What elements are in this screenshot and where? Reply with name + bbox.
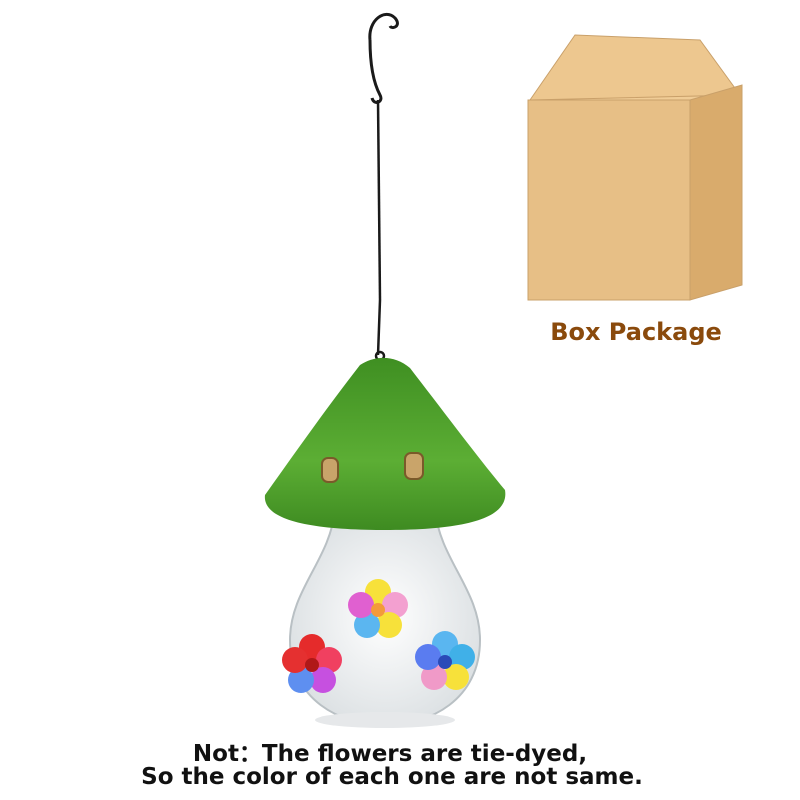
s-hook-icon bbox=[368, 12, 399, 104]
chain bbox=[374, 99, 386, 362]
note-line-1: Not：The flowers are tie-dyed, bbox=[192, 741, 588, 767]
box-package-icon bbox=[527, 34, 743, 301]
note-line-2: So the color of each one are not same. bbox=[141, 764, 643, 790]
box-package-label: Box Package bbox=[550, 318, 722, 346]
feeding-flower bbox=[282, 634, 342, 693]
roof-windows bbox=[321, 452, 424, 483]
feeding-flower bbox=[415, 631, 475, 690]
grass-roof bbox=[264, 357, 506, 530]
feeding-flower bbox=[348, 579, 408, 638]
